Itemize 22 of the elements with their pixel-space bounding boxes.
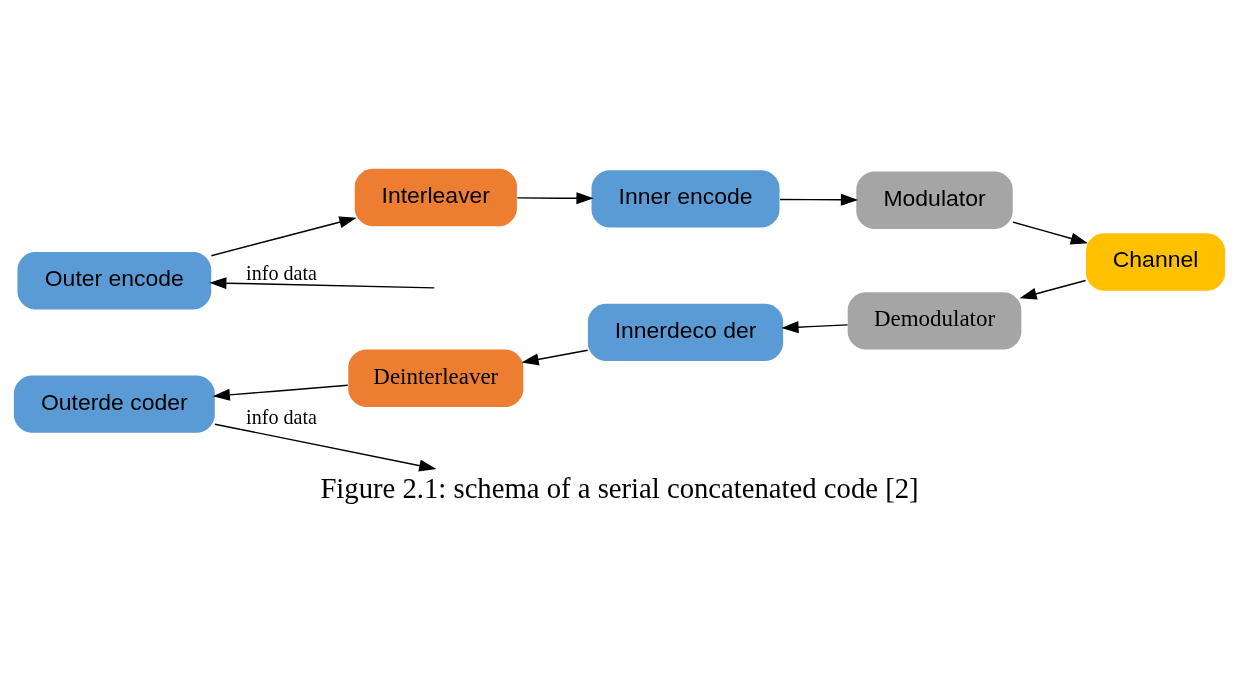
arrow: [1012, 221, 1088, 245]
arrow: [521, 349, 589, 366]
arrow: [214, 423, 437, 472]
node-box: Channel: [1085, 233, 1226, 291]
arrow: [209, 277, 435, 290]
node-box: Innerdeco der: [587, 303, 784, 362]
arrow: [779, 193, 859, 206]
arrow: [781, 321, 849, 334]
edge-label: info data: [246, 406, 317, 429]
arrow: [1019, 279, 1087, 300]
edge-label: info data: [246, 261, 317, 284]
node-box: Inner encode: [591, 170, 780, 228]
node-box: Interleaver: [354, 168, 517, 227]
node-box: Outerde coder: [13, 375, 215, 433]
arrow: [210, 216, 357, 257]
caption: Figure 2.1: schema of a serial concatenated code [2]: [320, 471, 919, 504]
node-box: Deinterleaver: [348, 349, 524, 407]
node-box: Modulator: [856, 171, 1013, 229]
node-box: Demodulator: [847, 292, 1022, 350]
node-box: Outer encode: [17, 252, 212, 310]
arrow: [516, 192, 594, 205]
arrow: [212, 384, 349, 401]
